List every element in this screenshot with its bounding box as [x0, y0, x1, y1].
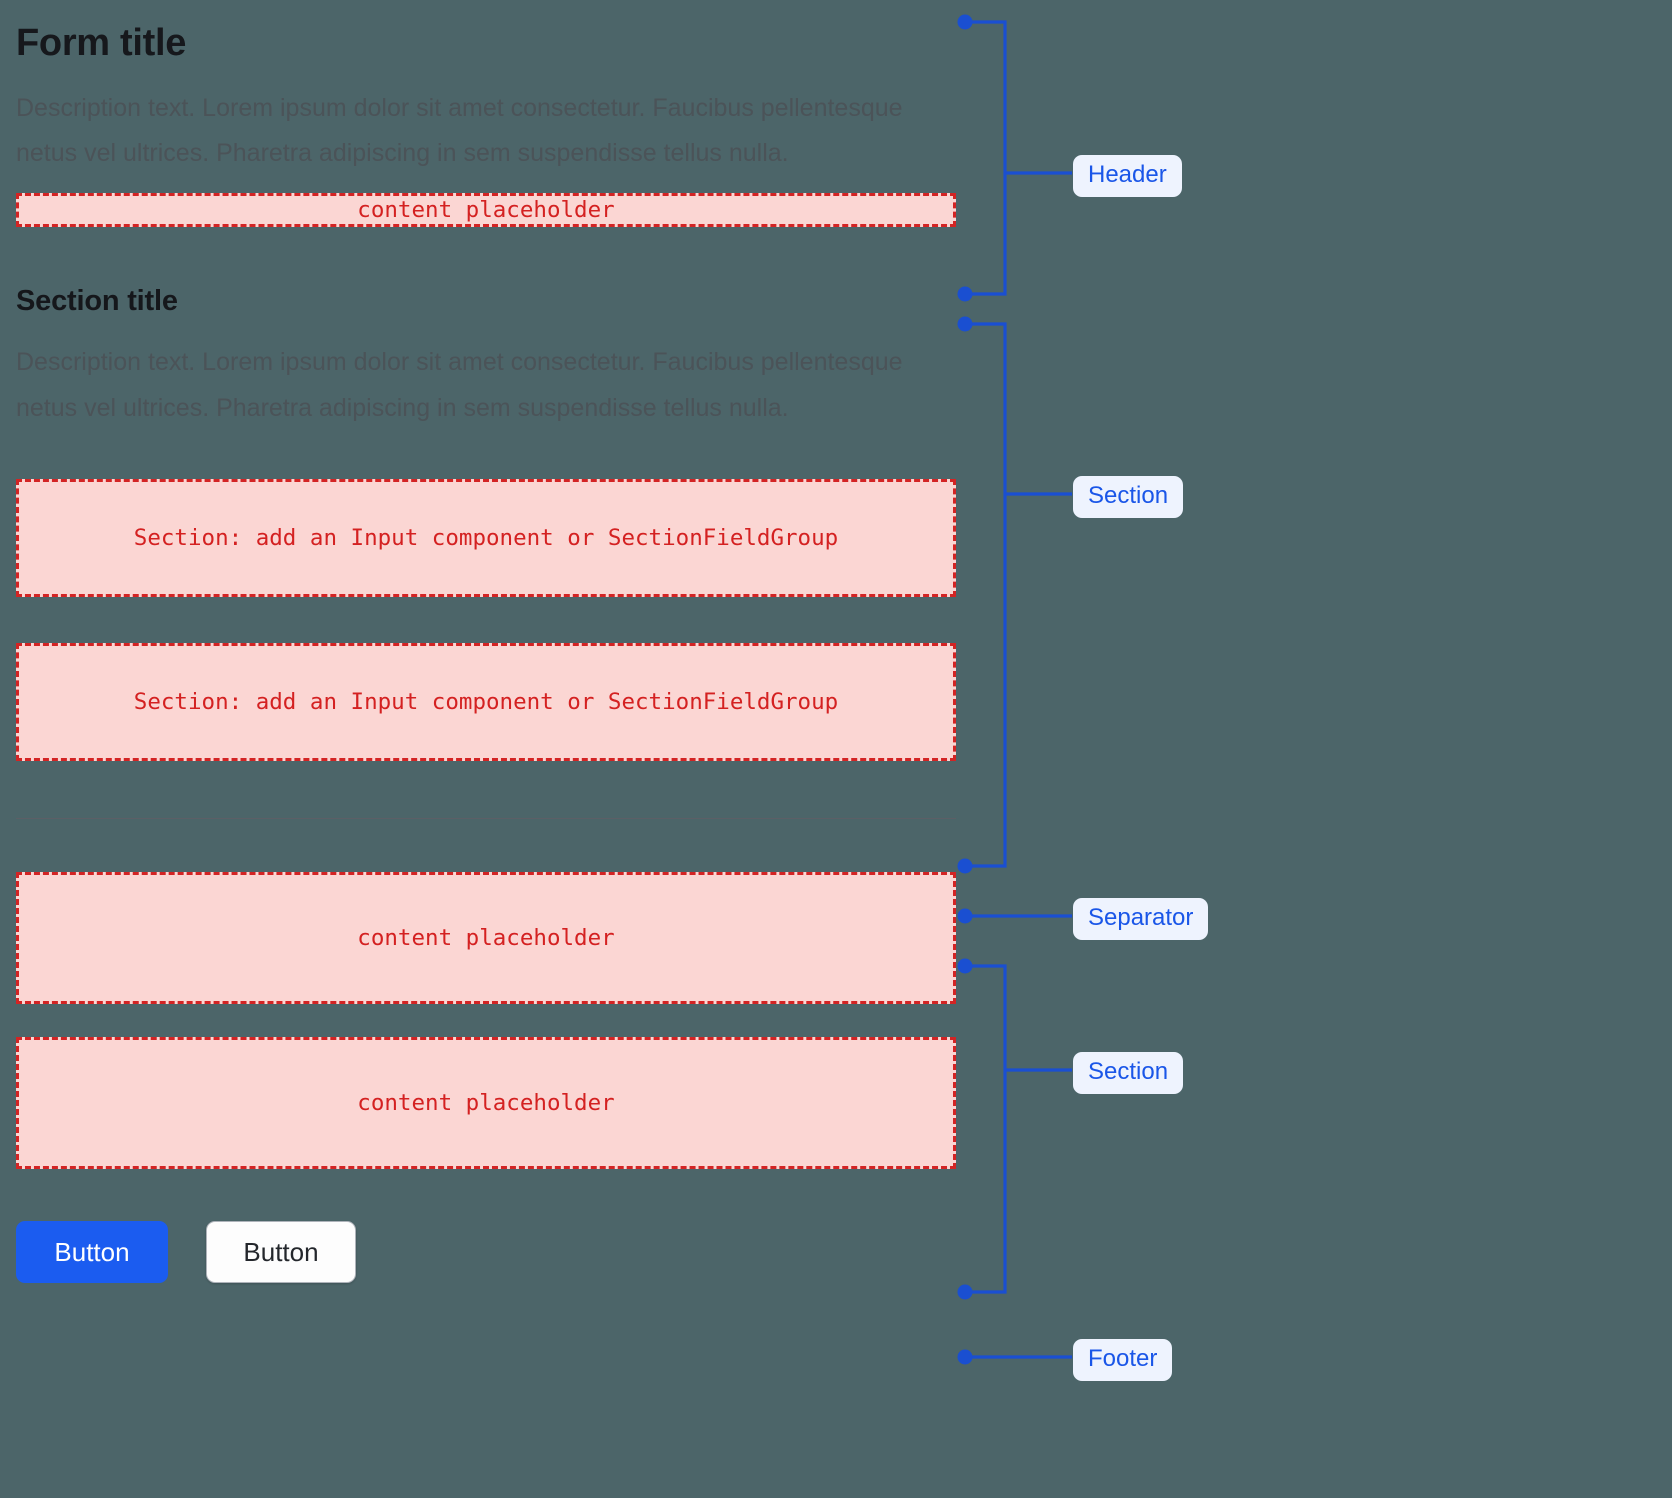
secondary-button[interactable]: Button [206, 1221, 356, 1284]
section-two-bracket [966, 964, 1007, 1294]
annotation-badge-header: Header [1073, 155, 1182, 197]
section-one-bracket [966, 322, 1007, 868]
header-content-placeholder[interactable]: content placeholder [16, 192, 956, 227]
anchor-dot-footer [957, 1349, 973, 1365]
section-description: Description text. Lorem ipsum dolor sit … [16, 348, 903, 422]
anchor-dot-separator [957, 908, 973, 924]
form-header: Form title Description text. Lorem ipsum… [16, 22, 956, 227]
header-description: Description text. Lorem ipsum dolor sit … [16, 93, 903, 168]
annotation-badge-section-one: Section [1073, 476, 1184, 518]
separator [16, 818, 956, 820]
annotation-badge-section-two: Section [1073, 1052, 1184, 1094]
section-two-content-placeholder-2[interactable]: content placeholder [16, 1037, 956, 1170]
header-bracket [966, 20, 1007, 296]
section-field-placeholder-2[interactable]: Section: add an Input component or Secti… [16, 643, 956, 762]
anchor-dot-section-two-bottom [957, 1284, 973, 1300]
anchor-dot-header-top [957, 14, 973, 30]
anchor-dot-section-one-top [957, 316, 973, 332]
anchor-dot-section-one-bottom [957, 858, 973, 874]
form-container: Form title Description text. Lorem ipsum… [16, 0, 956, 1284]
section-title: Section title [16, 284, 178, 317]
anchor-dot-section-two-top [957, 958, 973, 974]
annotation-dots [957, 14, 973, 1365]
annotation-badge-separator: Separator [1073, 898, 1209, 940]
section-field-placeholder-1[interactable]: Section: add an Input component or Secti… [16, 479, 956, 598]
page-title: Form title [16, 22, 187, 64]
annotation-badge-footer: Footer [1073, 1339, 1173, 1381]
form-section-one: Section title Description text. Lorem ip… [16, 284, 956, 762]
primary-button[interactable]: Button [16, 1221, 168, 1284]
section-two-content-placeholder-1[interactable]: content placeholder [16, 872, 956, 1005]
form-footer: Button Button [16, 1221, 956, 1284]
anchor-dot-header-bottom [957, 286, 973, 302]
form-section-two: content placeholder content placeholder [16, 872, 956, 1170]
